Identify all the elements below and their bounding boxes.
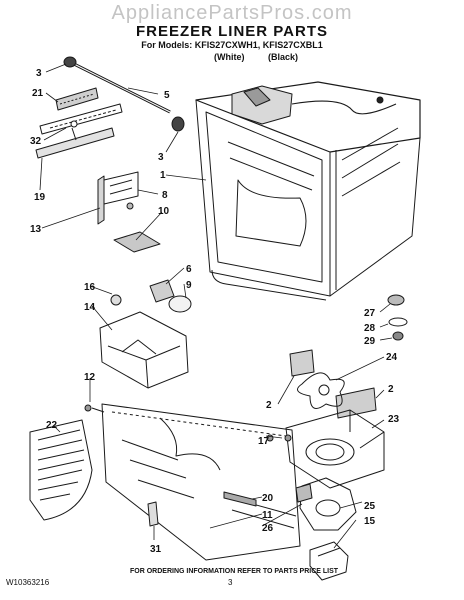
insulation-pad: [113, 231, 161, 253]
callout-3: 3: [36, 68, 42, 79]
variant-black: (Black): [268, 52, 299, 62]
pads-and-fan: [289, 349, 377, 419]
callout-19: 19: [34, 192, 46, 203]
callout-24: 24: [386, 352, 398, 363]
models-line: For Models: KFIS27CXWH1, KFIS27CXBL1: [141, 40, 323, 50]
callout-12: 12: [84, 372, 96, 383]
callout-9: 9: [186, 280, 192, 291]
callout-22: 22: [46, 420, 58, 431]
document-number: W10363216: [6, 578, 50, 587]
callout-27: 27: [364, 308, 376, 319]
evaporator-cover: [101, 403, 301, 561]
bracket-13: [97, 171, 139, 225]
callout-11: 11: [262, 510, 273, 521]
axle-rod: [63, 56, 185, 132]
page-title: FREEZER LINER PARTS: [135, 23, 329, 40]
callout-23: 23: [388, 414, 400, 425]
callout-6: 6: [186, 264, 192, 275]
callout-26: 26: [262, 523, 274, 534]
callout-15: 15: [364, 516, 376, 527]
callout-10: 10: [158, 206, 170, 217]
callout-5: 5: [164, 90, 170, 101]
callout-13: 13: [30, 224, 42, 235]
damper-motor: [295, 477, 357, 581]
callout-32: 32: [30, 136, 42, 147]
variant-white: (White): [214, 52, 245, 62]
callout-16: 16: [84, 282, 96, 293]
page-number: 3: [228, 578, 233, 587]
grille: [29, 419, 93, 521]
freezer-liner-bin: [195, 81, 421, 301]
lamp-assembly: [110, 279, 192, 313]
callout-31: 31: [150, 544, 162, 555]
callout-20: 20: [262, 493, 274, 504]
fan-shroud: [284, 409, 385, 489]
callout-29: 29: [364, 336, 376, 347]
callout-28: 28: [364, 323, 376, 334]
callout-17: 17: [258, 436, 270, 447]
callout-21: 21: [32, 88, 44, 99]
callout-8: 8: [162, 190, 168, 201]
callout-2: 2: [388, 384, 394, 395]
callout-1: 1: [160, 170, 166, 181]
watermark: AppliancePartsPros.com: [111, 2, 353, 24]
callout-14: 14: [84, 302, 96, 313]
callout-3: 3: [158, 152, 164, 163]
fan-hub-stack: [387, 294, 408, 341]
leader-lines: [39, 63, 393, 549]
rail-assembly: [35, 87, 123, 159]
callout-25: 25: [364, 501, 376, 512]
callout-2: 2: [266, 400, 272, 411]
lamp-housing: [99, 311, 189, 389]
ordering-note: FOR ORDERING INFORMATION REFER TO PARTS …: [130, 568, 339, 575]
